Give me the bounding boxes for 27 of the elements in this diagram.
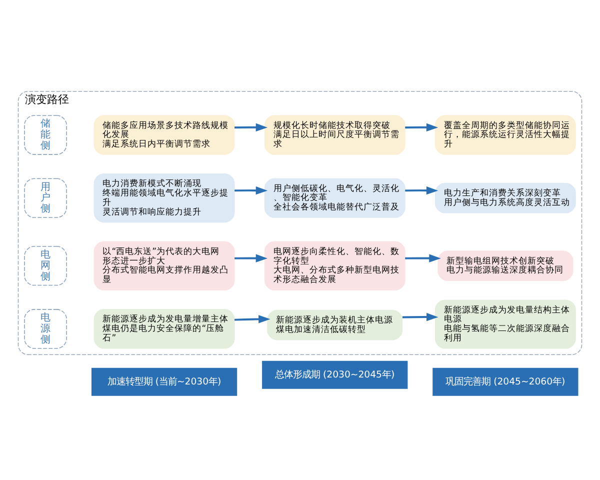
label: 加速转型期 (当前~2030年) [107, 376, 222, 387]
node-box: 新型输电组网技术创新突破 电力与能源输送深度耦合协同 [438, 250, 574, 280]
arrow [234, 186, 268, 194]
node-box: 规模化长时储能技术取得突破 满足日以上时间尺度平衡调节需求 [264, 114, 406, 154]
node-box: 储能侧 [24, 114, 67, 154]
label: 巩固完善期 (2045~2060年) [446, 376, 566, 387]
node-box: 新能源逐步成为发电量结构主体电源 电能与氢能等二次能源深度融合利用 [434, 299, 576, 348]
node-box: 新能源逐步成为装机主体电源 煤电加速清洁低碳转型 [267, 309, 403, 340]
node-box: 电网侧 [24, 245, 67, 286]
arrow [405, 254, 441, 262]
node-box: 电源侧 [24, 308, 67, 348]
arrow [234, 122, 268, 131]
node-box: 用户侧低碳化、电气化、灵活化、智能化变革 全社会各领域电能替代广泛普及 [264, 178, 406, 218]
arrow [234, 254, 268, 262]
node-box: 电网逐步向柔性化、智能化、数字化转型 大电网、分布式多种新型电网技术形态融合发展 [264, 240, 406, 290]
node-box: 电力消费新模式不断涌现 终端用能领域电气化水平逐步提升 灵活调节和响应能力提升 [94, 173, 235, 222]
node-box: 储能多应用场景多技术路线规模化发展 满足系统日内平衡调节需求 [94, 114, 235, 154]
node-box: 新能源逐步成为发电量增量主体 煤电仍是电力安全保障的“压舱石” [94, 308, 235, 348]
arrow [402, 312, 438, 321]
node-box: 以“西电东送”为代表的大电网形态进一步扩大 分布式智能电网支撑作用越发凸显 [94, 240, 235, 290]
arrow [405, 186, 438, 194]
arrow [405, 122, 438, 131]
arrow [234, 314, 270, 323]
node-box: 用户侧 [24, 178, 67, 218]
label: 总体形成期 (2030~2045年) [275, 368, 395, 380]
node-box: 电力生产和消费关系深刻变革 用户侧与电力系统高度灵活互动 [434, 182, 576, 213]
node-box: 覆盖全周期的多类型储能协同运行，能源系统运行灵活性大幅提升 [434, 114, 576, 154]
